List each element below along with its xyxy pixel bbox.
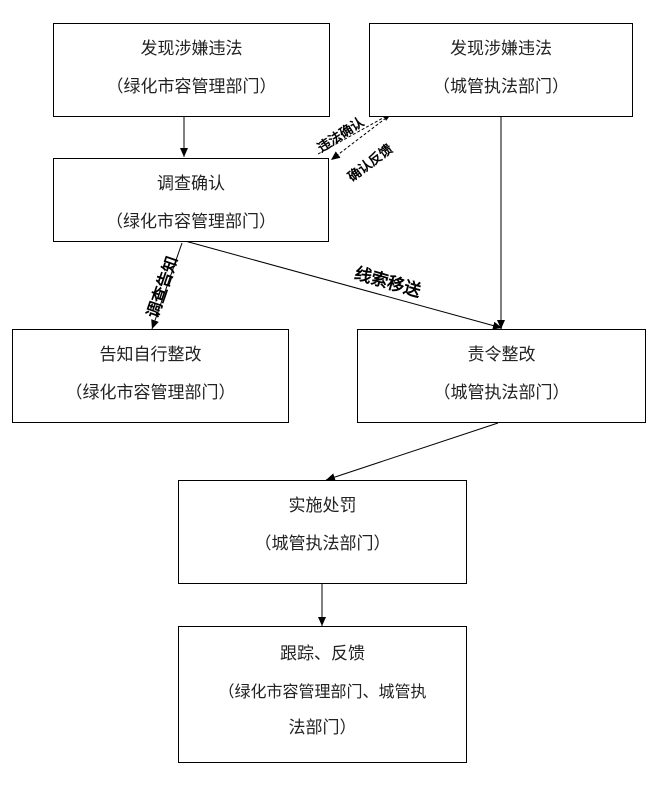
node-department: （绿化市容管理部门）: [65, 383, 236, 403]
arrow-confirm-feedback: [330, 117, 387, 161]
node-title: 跟踪、反馈: [280, 644, 365, 664]
node-follow-up-feedback: 跟踪、反馈 （绿化市容管理部门、城管执 法部门）: [178, 626, 467, 763]
node-order-rectify: 责令整改 （城管执法部门）: [357, 329, 646, 423]
node-discover-violation-city-dept: 发现涉嫌违法 （城管执法部门）: [369, 23, 633, 117]
node-title: 责令整改: [467, 345, 536, 365]
node-title: 告知自行整改: [99, 345, 202, 365]
node-impose-penalty: 实施处罚 （城管执法部门）: [178, 480, 467, 584]
arrow-violation-confirm: [317, 112, 393, 155]
node-department: （绿化市容管理部门）: [106, 212, 276, 232]
arrow-clue-transfer: [184, 240, 503, 330]
node-notify-self-rectify: 告知自行整改 （绿化市容管理部门）: [12, 329, 289, 423]
node-investigate-confirm: 调查确认 （绿化市容管理部门）: [53, 158, 329, 242]
node-title: 调查确认: [157, 174, 225, 194]
arrow-investigate-notify: [151, 242, 183, 330]
node-department-line-1: （绿化市容管理部门、城管执: [218, 682, 427, 701]
node-department: （城管执法部门）: [433, 77, 569, 97]
node-title: 发现涉嫌违法: [450, 39, 552, 59]
node-department: （城管执法部门）: [433, 383, 570, 403]
node-department: （绿化市容管理部门）: [106, 77, 277, 97]
node-department: （城管执法部门）: [254, 534, 391, 554]
arrow-order-to-penalty: [325, 422, 499, 481]
node-discover-violation-green-dept: 发现涉嫌违法 （绿化市容管理部门）: [53, 23, 330, 117]
node-department-line-2: 法部门）: [288, 718, 357, 738]
node-title: 发现涉嫌违法: [140, 39, 243, 59]
node-title: 实施处罚: [288, 496, 357, 516]
